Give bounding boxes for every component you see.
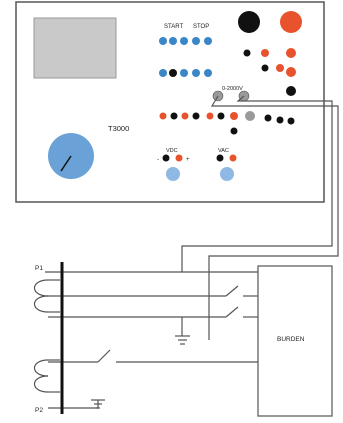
black-terminal[interactable] <box>217 112 225 120</box>
start-stop-button-row <box>159 37 212 45</box>
black-button[interactable] <box>169 69 177 77</box>
blue-button[interactable] <box>192 37 200 45</box>
red-terminal[interactable] <box>261 49 269 57</box>
vac-light-blue-terminal[interactable] <box>220 167 234 181</box>
red-terminal[interactable] <box>206 112 214 120</box>
black-terminal[interactable] <box>170 112 178 120</box>
grey-terminal[interactable] <box>245 111 255 121</box>
black-terminal[interactable] <box>261 64 269 72</box>
blue-button[interactable] <box>180 69 188 77</box>
input-terminal-row <box>159 111 295 135</box>
vac-black-terminal[interactable] <box>216 154 224 162</box>
display-screen <box>33 17 117 79</box>
main-red-terminal[interactable] <box>280 11 302 33</box>
vdc-minus-label: - <box>157 157 159 163</box>
vac-red-terminal[interactable] <box>229 154 237 162</box>
ct-primary-coil <box>33 279 60 313</box>
vdc-label: VDC <box>166 148 178 154</box>
switch-a-blade <box>225 285 239 297</box>
voltage-range-label: 0-2000V <box>222 86 243 92</box>
black-terminal[interactable] <box>243 49 251 57</box>
blue-button[interactable] <box>159 37 167 45</box>
ct-secondary-coil <box>33 359 60 393</box>
black-terminal[interactable] <box>276 116 284 124</box>
model-label: T3000 <box>108 124 129 133</box>
wiring <box>45 95 339 409</box>
switch-c-blade <box>97 349 111 363</box>
p1-label: P1 <box>35 265 43 272</box>
blue-button[interactable] <box>169 37 177 45</box>
p2-label: P2 <box>35 407 43 414</box>
vdc-light-blue-terminal[interactable] <box>166 167 180 181</box>
burden-label: BURDEN <box>277 336 305 343</box>
start-label: START <box>164 24 183 30</box>
stop-label: STOP <box>193 24 209 30</box>
red-terminal[interactable] <box>181 112 189 120</box>
mode-button-row <box>159 69 212 77</box>
red-terminal[interactable] <box>276 64 284 72</box>
black-terminal[interactable] <box>192 112 200 120</box>
red-terminal[interactable] <box>159 112 167 120</box>
black-terminal[interactable] <box>264 114 272 122</box>
ground-symbol <box>91 399 105 409</box>
vdc-red-terminal[interactable] <box>175 154 183 162</box>
switch-b-blade <box>225 306 239 318</box>
blue-button[interactable] <box>192 69 200 77</box>
black-terminal[interactable] <box>286 86 296 96</box>
vac-label: VAC <box>218 148 229 154</box>
knob-pointer <box>60 155 72 172</box>
output-terminal-cluster <box>243 48 296 96</box>
red-terminal[interactable] <box>286 67 296 77</box>
red-terminal[interactable] <box>286 48 296 58</box>
blue-button[interactable] <box>204 69 212 77</box>
black-terminal[interactable] <box>230 127 238 135</box>
p2-line <box>48 400 99 409</box>
vdc-plus-label: + <box>186 157 190 163</box>
hv-cable-outer <box>208 95 339 340</box>
main-black-terminal[interactable] <box>238 11 260 33</box>
hv-cable-inner <box>181 95 333 272</box>
vdc-black-terminal[interactable] <box>162 154 170 162</box>
blue-button[interactable] <box>159 69 167 77</box>
blue-button[interactable] <box>180 37 188 45</box>
burden-box <box>257 265 333 417</box>
black-terminal[interactable] <box>287 117 295 125</box>
ground-symbol <box>175 335 190 345</box>
blue-button[interactable] <box>204 37 212 45</box>
red-terminal[interactable] <box>230 112 238 120</box>
